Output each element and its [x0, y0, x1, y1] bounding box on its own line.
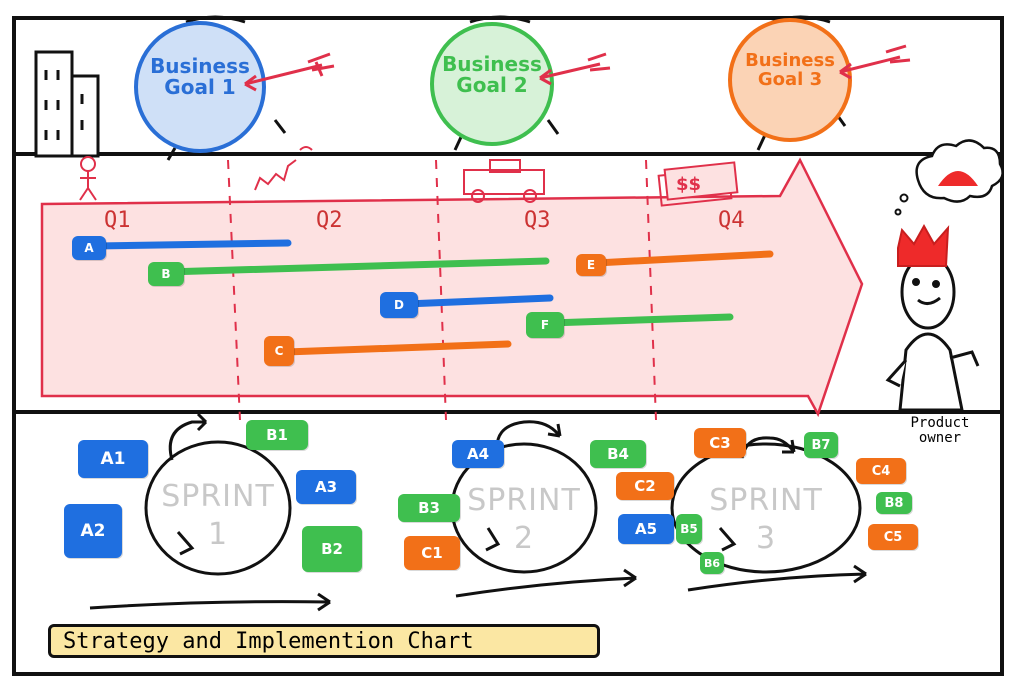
product-owner-label: Product owner [910, 415, 970, 447]
quarter-q4: Q4 [718, 208, 745, 233]
roadmap-item-d: D [380, 292, 418, 318]
roadmap-arrow [40, 157, 864, 418]
task-b6: B6 [700, 552, 724, 574]
chart-caption: Strategy and Implemention Chart [48, 624, 600, 658]
task-a4: A4 [452, 440, 504, 468]
task-b5: B5 [676, 514, 702, 544]
roadmap-item-e: E [576, 254, 606, 276]
goal-3-label: Business Goal 3 [745, 50, 835, 90]
goal-2-clock-icon [430, 22, 554, 146]
divider-top [12, 152, 1004, 156]
task-b2: B2 [302, 526, 362, 572]
goal-3-clock-icon [728, 18, 852, 142]
quarter-q1: Q1 [104, 208, 131, 233]
task-b3: B3 [398, 494, 460, 522]
crown-icon [897, 223, 950, 267]
task-b7: B7 [804, 432, 838, 458]
task-b4: B4 [590, 440, 646, 468]
divider-bottom [12, 410, 1004, 414]
task-b1: B1 [246, 420, 308, 450]
goal-1-label: Business Goal 1 [150, 54, 250, 99]
task-a5: A5 [618, 514, 674, 544]
goal-2-label: Business Goal 2 [442, 52, 542, 97]
quarter-q3: Q3 [524, 208, 551, 233]
quarter-q2: Q2 [316, 208, 343, 233]
sprint-3-loop [670, 442, 862, 574]
goal-1-clock-icon [134, 21, 266, 153]
roadmap-item-b: B [148, 262, 184, 286]
buildings-icon [34, 50, 100, 158]
roadmap-item-c: C [264, 336, 294, 366]
money-icon: $$ [676, 174, 701, 195]
task-a2: A2 [64, 504, 122, 558]
task-c2: C2 [616, 472, 674, 500]
roadmap-item-f: F [526, 312, 564, 338]
sprint-1-loop [144, 440, 292, 576]
task-c5: C5 [868, 524, 918, 550]
task-c1: C1 [404, 536, 460, 570]
task-c4: C4 [856, 458, 906, 484]
product-owner-figure [885, 254, 980, 412]
task-b8: B8 [876, 492, 912, 514]
task-a1: A1 [78, 440, 148, 478]
thought-cloud-icon [915, 139, 1004, 203]
task-c3: C3 [694, 428, 746, 458]
task-a3: A3 [296, 470, 356, 504]
roadmap-item-a: A [72, 236, 106, 260]
